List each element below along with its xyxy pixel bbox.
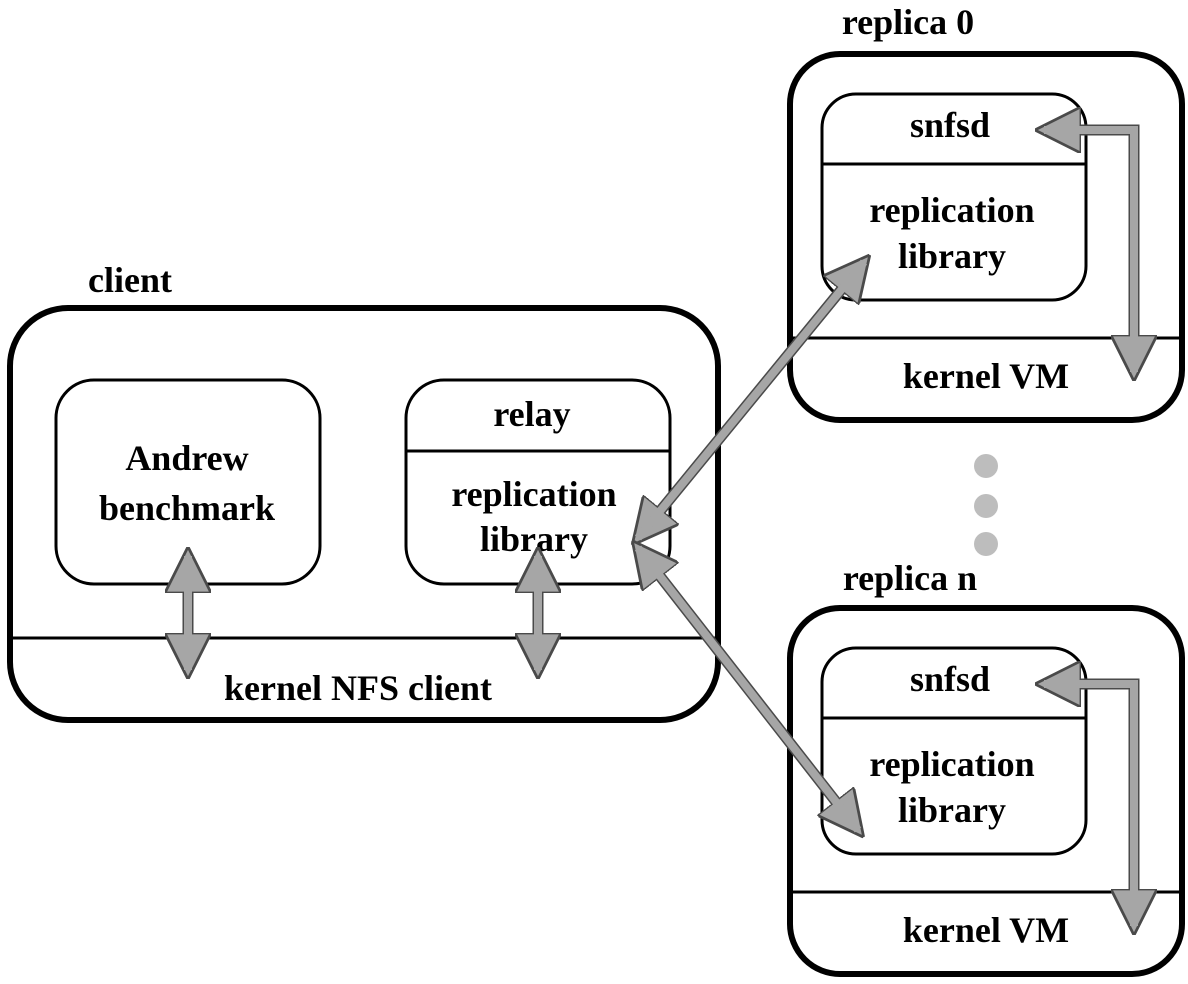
replica-0-library-label: library bbox=[898, 236, 1006, 276]
benchmark-label: benchmark bbox=[99, 488, 275, 528]
arrow-client-replica-n bbox=[638, 548, 858, 830]
client-replication-label: replication bbox=[451, 474, 616, 514]
replica-n-machine: replica n snfsd replication library kern… bbox=[787, 558, 1185, 977]
arrow-client-replica-0 bbox=[638, 262, 864, 538]
replica-0-snfsd-label: snfsd bbox=[910, 105, 990, 145]
arrows bbox=[188, 130, 1134, 926]
replica-0-replication-label: replication bbox=[869, 190, 1034, 230]
replica-0-outer-box bbox=[787, 51, 1185, 423]
more-replicas-dots bbox=[974, 454, 998, 556]
andrew-benchmark-box: Andrew benchmark bbox=[54, 378, 322, 586]
relay-box: relay replication library bbox=[404, 378, 672, 586]
replica-0-process-box: snfsd replication library bbox=[820, 92, 1088, 302]
replica-n-kernel-vm-label: kernel VM bbox=[903, 910, 1069, 950]
replica-n-replication-label: replication bbox=[869, 744, 1034, 784]
andrew-label: Andrew bbox=[125, 438, 248, 478]
replica-0-machine: replica 0 snfsd replication library kern… bbox=[787, 2, 1185, 423]
arrow-replica-n-snfsd-kernel bbox=[1044, 684, 1134, 926]
client-library-label: library bbox=[480, 519, 588, 559]
replica-n-title: replica n bbox=[843, 558, 977, 598]
replica-n-library-label: library bbox=[898, 790, 1006, 830]
arrow-replica-0-snfsd-kernel bbox=[1044, 130, 1134, 372]
relay-label: relay bbox=[493, 394, 570, 434]
replica-0-kernel-vm-label: kernel VM bbox=[903, 356, 1069, 396]
client-title: client bbox=[88, 260, 172, 300]
replica-n-snfsd-label: snfsd bbox=[910, 659, 990, 699]
kernel-nfs-client-label: kernel NFS client bbox=[224, 668, 492, 708]
client-machine: client Andrew benchmark relay replicatio… bbox=[7, 260, 721, 723]
replica-0-title: replica 0 bbox=[842, 2, 974, 42]
